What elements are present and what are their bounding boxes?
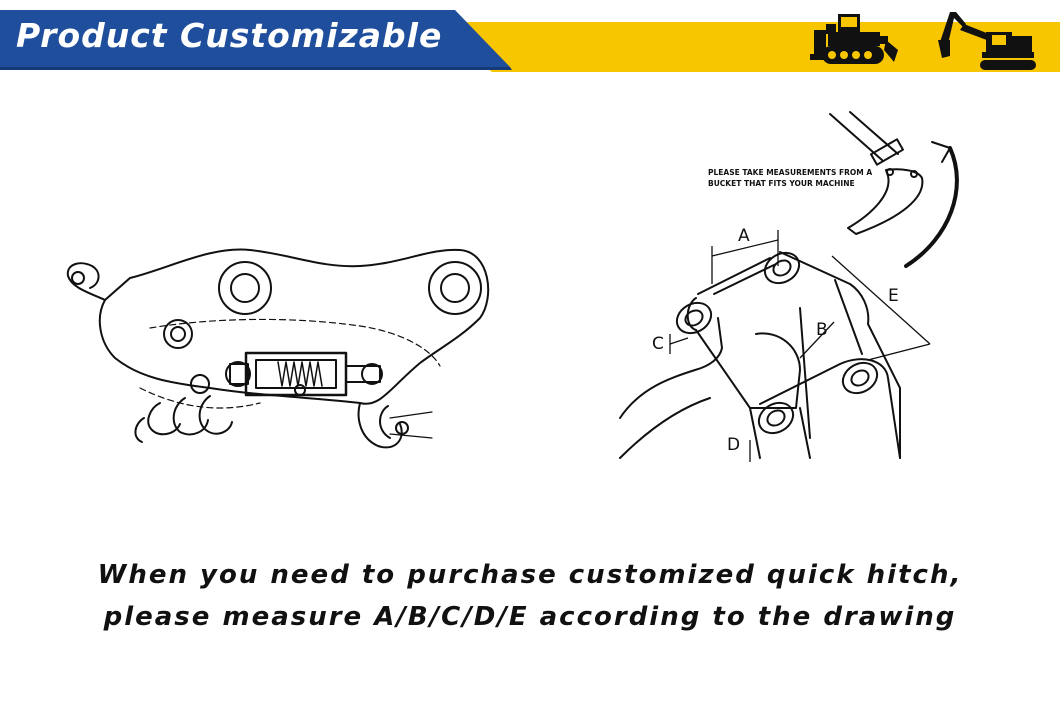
banner-background: [0, 10, 1060, 72]
bucket-measurement-drawing: [619, 111, 959, 462]
caption-line-1: When you need to purchase customized qui…: [97, 560, 963, 590]
dimension-label-d: D: [727, 435, 741, 455]
dimension-label-b: B: [816, 320, 828, 340]
dimension-label-e: E: [888, 286, 899, 306]
quick-hitch-drawing: [66, 248, 490, 449]
dimension-label-c: C: [652, 334, 664, 354]
header-banner: Product Customizable: [0, 0, 1060, 90]
caption-line-2: please measure A/B/C/D/E according to th…: [103, 602, 957, 632]
excavator-icon: [938, 12, 1036, 70]
bulldozer-icon: [810, 14, 898, 64]
dimension-label-a: A: [738, 226, 750, 246]
banner-title: Product Customizable: [16, 16, 443, 55]
measurement-note: PLEASE TAKE MEASUREMENTS FROM A BUCKET T…: [708, 168, 873, 188]
